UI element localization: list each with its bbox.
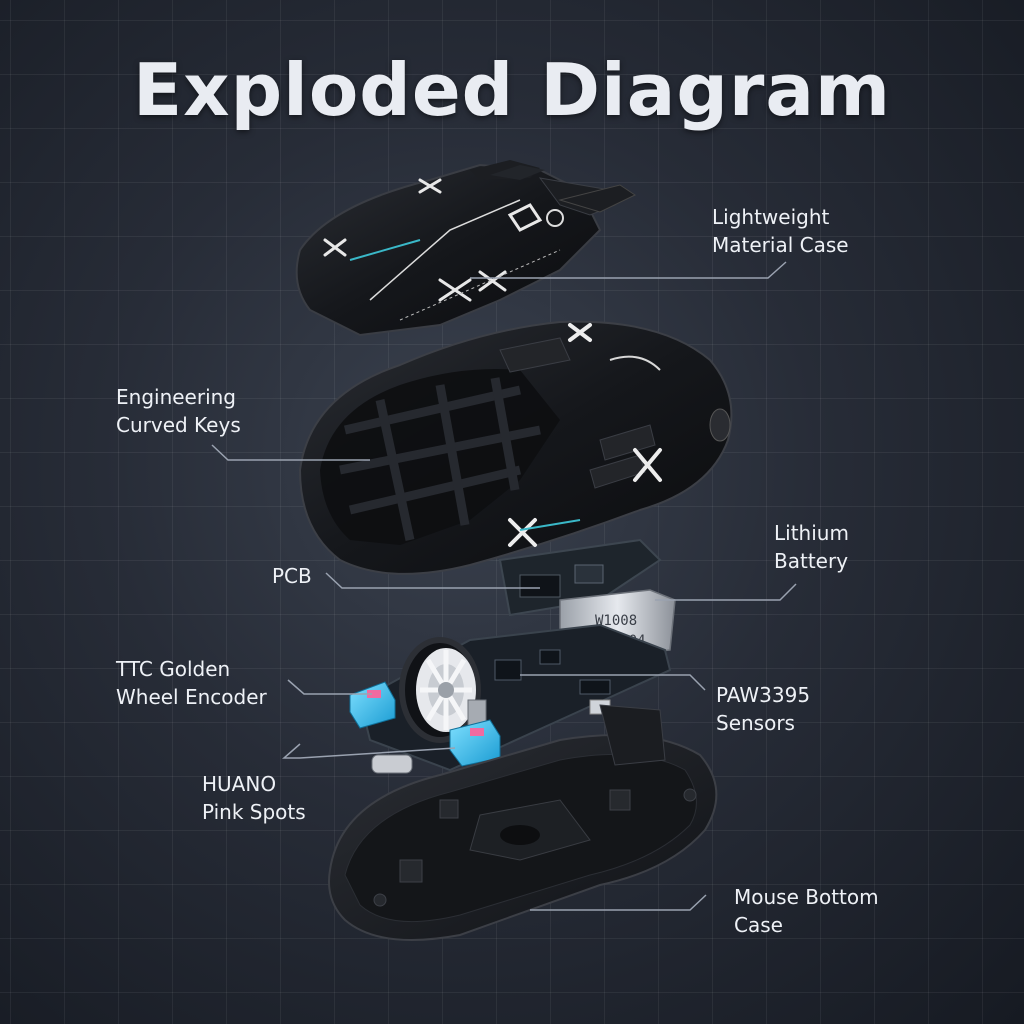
label-pcb: PCB [272,562,312,590]
pcb-part [498,538,662,617]
label-switches: HUANO Pink Spots [202,770,306,826]
battery-print-line-1: W1008 [595,613,637,629]
callout-lines [211,261,797,911]
label-sensor-line2: Sensors [716,711,795,735]
label-battery-line2: Battery [774,549,849,573]
curved-keys-shell-part [298,320,733,575]
label-sensor: PAW3395 Sensors [716,681,810,737]
label-wheel-encoder-line1: TTC Golden [116,657,231,681]
label-curved-keys: Engineering Curved Keys [116,383,241,439]
label-lightweight-case: Lightweight Material Case [712,203,849,259]
label-switches-line2: Pink Spots [202,800,306,824]
label-lightweight-case-line1: Lightweight [712,205,830,229]
label-bottom-case-line1: Mouse Bottom [734,885,879,909]
mouse-bottom-case-part [328,704,718,941]
label-lightweight-case-line2: Material Case [712,233,849,257]
label-battery: Lithium Battery [774,519,849,575]
label-curved-keys-line1: Engineering [116,385,236,409]
label-bottom-case: Mouse Bottom Case [734,883,879,939]
lightweight-case-part [295,160,637,337]
label-bottom-case-line2: Case [734,913,783,937]
label-wheel-encoder-line2: Wheel Encoder [116,685,267,709]
label-battery-line1: Lithium [774,521,849,545]
main-board-part [349,623,672,774]
scroll-wheel [399,637,481,743]
diagram-title: Exploded Diagram [133,48,891,132]
label-sensor-line1: PAW3395 [716,683,811,707]
label-wheel-encoder: TTC Golden Wheel Encoder [116,655,267,711]
label-switches-line1: HUANO [202,772,277,796]
label-pcb-line1: PCB [272,564,312,588]
label-curved-keys-line2: Curved Keys [116,413,241,437]
